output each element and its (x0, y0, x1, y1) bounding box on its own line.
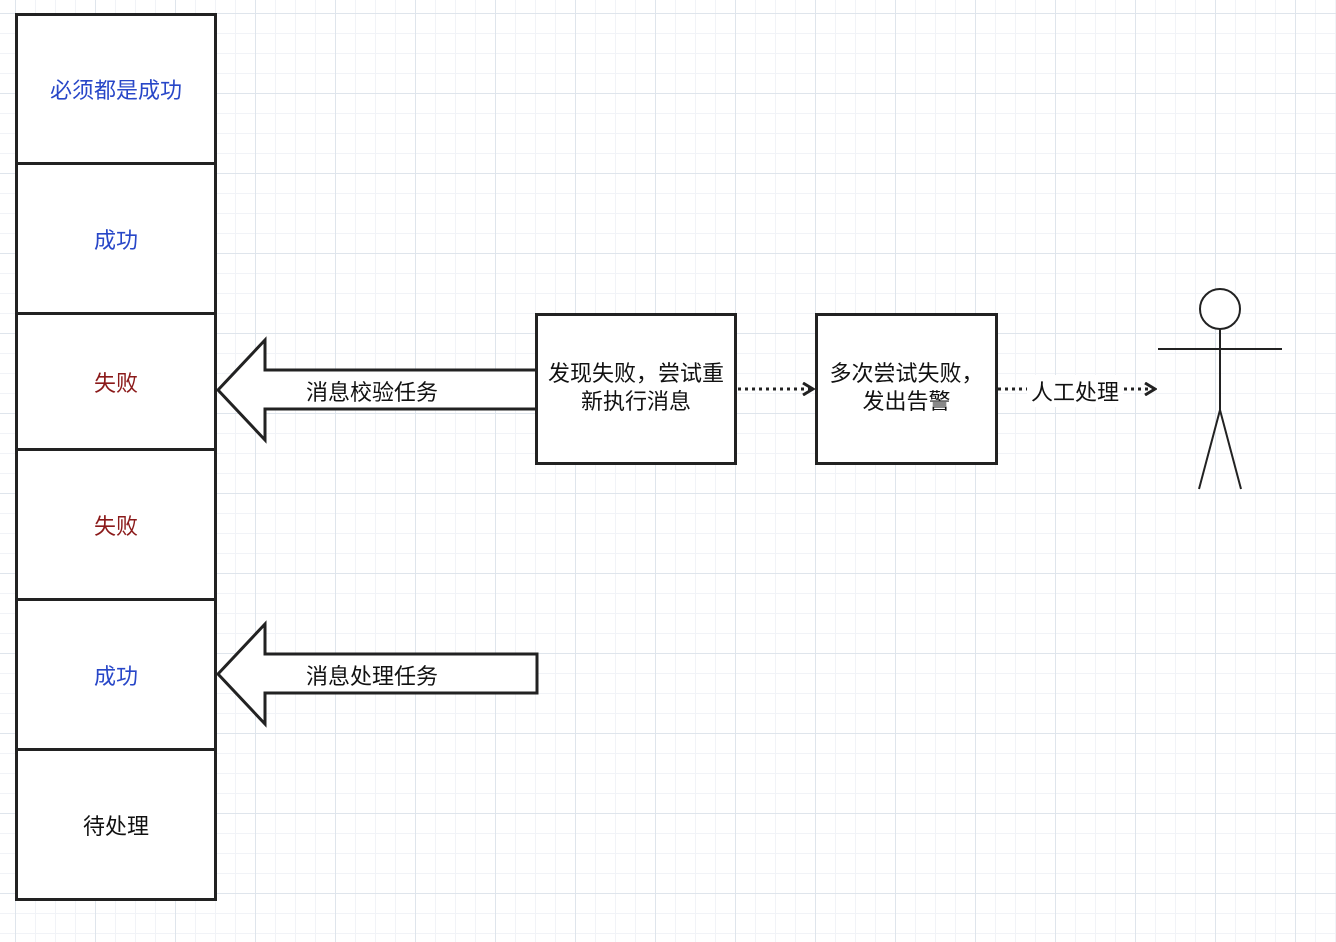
alert-box: 多次尝试失败， 发出告警 (815, 313, 998, 465)
retry-box-line1: 发现失败，尝试重 (547, 362, 724, 387)
queue-cell-label: 失败 (93, 514, 138, 540)
process-task-arrow (215, 620, 539, 728)
queue-cell: 失败 (15, 448, 217, 601)
queue-cell-label: 必须都是成功 (49, 79, 182, 104)
alert-box-line1: 多次尝试失败， (829, 362, 984, 387)
queue-cell: 待处理 (15, 748, 217, 901)
process-task-label: 消息处理任务 (306, 665, 439, 690)
queue-cell: 成功 (15, 598, 217, 751)
queue-cell-label: 成功 (93, 664, 138, 690)
verify-task-label: 消息校验任务 (306, 381, 439, 406)
queue-cell-label: 失败 (93, 371, 138, 397)
queue-cell: 必须都是成功 (15, 13, 217, 165)
manual-handling-label: 人工处理 (1027, 375, 1124, 407)
message-queue: 必须都是成功 成功 失败 失败 成功 待处理 (15, 13, 217, 901)
queue-cell: 失败 (15, 312, 217, 451)
queue-cell-label: 成功 (93, 228, 138, 254)
retry-box-line2: 新执行消息 (580, 390, 691, 415)
stick-figure-icon (1158, 288, 1282, 490)
alert-box-line2: 发出告警 (862, 390, 951, 415)
retry-box: 发现失败，尝试重 新执行消息 (535, 313, 737, 465)
queue-cell-label: 待处理 (82, 814, 149, 840)
